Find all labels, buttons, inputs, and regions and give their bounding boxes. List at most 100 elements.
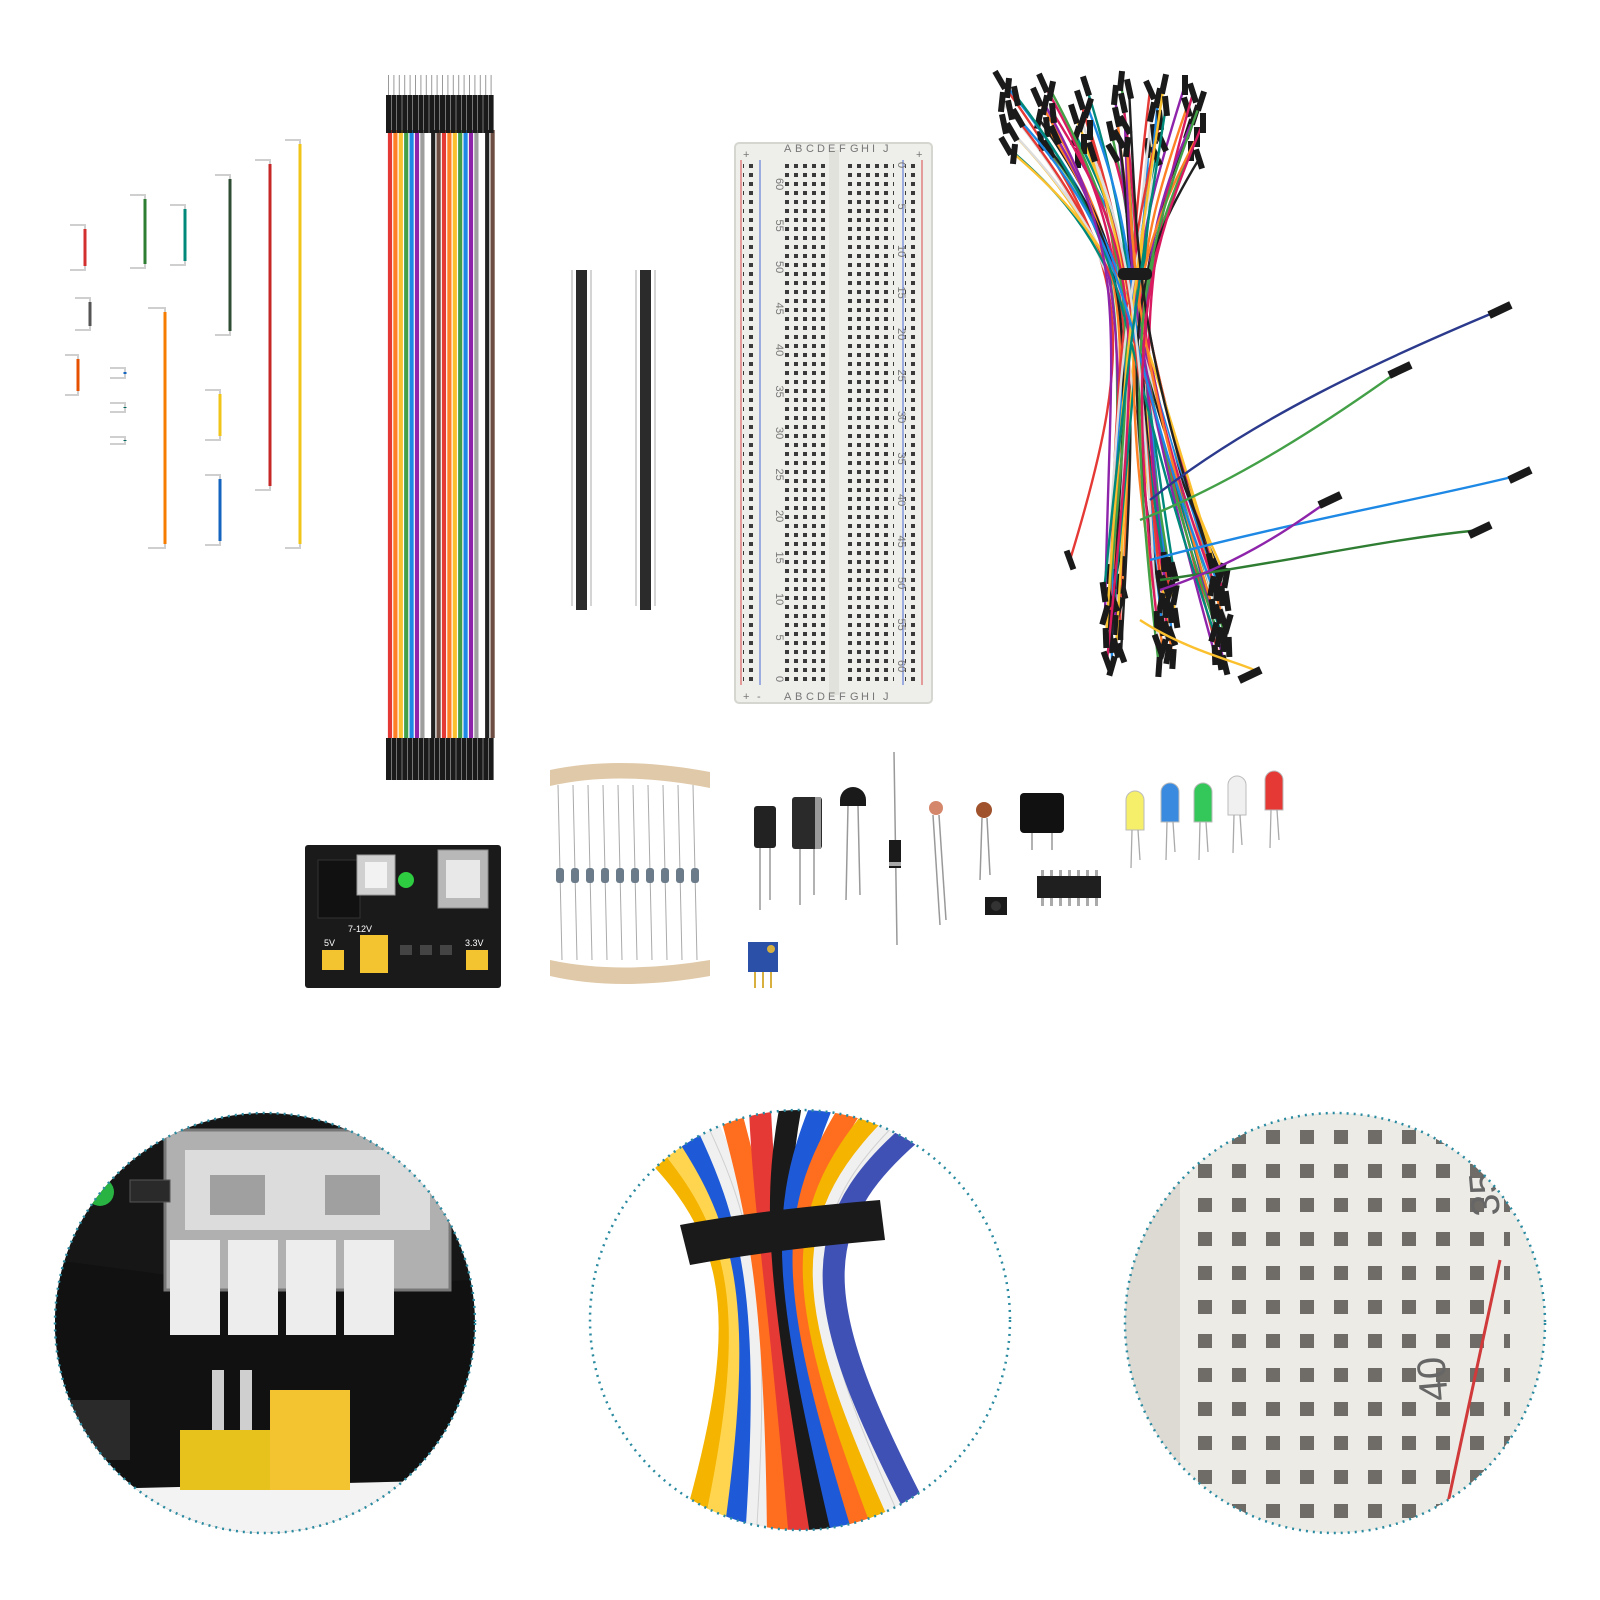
bundle-pin (1003, 77, 1013, 99)
rail-minus-label: - (757, 691, 761, 703)
bundle-pin (1045, 80, 1057, 102)
ribbon-connector-bottom (423, 738, 429, 780)
breadboard-letter: J (883, 143, 889, 155)
ic-pin (1050, 898, 1053, 906)
resistor (571, 868, 579, 883)
bundle-pin (1099, 581, 1109, 603)
led-set (1125, 770, 1284, 869)
led (1125, 790, 1145, 831)
bundle-pin (1048, 124, 1062, 146)
ribbon-connector-bottom (434, 738, 440, 780)
bundle-pin (1487, 301, 1513, 319)
resistor (616, 868, 624, 883)
breadboard-number: 20 (895, 328, 907, 340)
bundle-pin (1117, 92, 1129, 114)
bundle-pin (1387, 361, 1413, 379)
rail-plus-label-right: + (916, 149, 922, 161)
ribbon-connector-bottom (461, 738, 467, 780)
short-wire-lead (110, 402, 126, 413)
led (1193, 782, 1213, 823)
ic-pin (1077, 898, 1080, 906)
bundle-pin (1105, 120, 1117, 142)
bundle-pin (1042, 138, 1056, 160)
breadboard-number: 50 (773, 261, 785, 273)
bundle-pin (1200, 113, 1206, 133)
short-wire-lead (70, 224, 86, 271)
ribbon-connector-bottom (456, 738, 462, 780)
led-lead (1137, 829, 1141, 861)
ic-pin (1059, 870, 1062, 876)
breadboard-number: 35 (773, 386, 785, 398)
breadboard-letter: B (795, 143, 802, 155)
bundle-wire (1138, 100, 1203, 668)
ribbon-connector-top (450, 95, 456, 133)
bundle-pin (998, 135, 1014, 157)
bundle-pin (1110, 84, 1120, 106)
bundle-pin (1143, 79, 1157, 101)
ribbon-connector-top (472, 95, 478, 133)
bundle-pin (1075, 148, 1081, 168)
bundle-pin (1181, 96, 1193, 118)
breadboard-number: 25 (895, 370, 907, 382)
breadboard-letter: C (806, 143, 814, 155)
ic-pin (1077, 870, 1080, 876)
ribbon-connector-top (483, 95, 489, 133)
ribbon-connector-top (456, 95, 462, 133)
bundle-pin (1214, 626, 1224, 648)
short-wire-lead (205, 389, 221, 441)
potentiometer (748, 942, 778, 988)
led-lead (1172, 821, 1176, 853)
ribbon-connector-top (391, 95, 397, 133)
bundle-pin (1195, 90, 1207, 112)
bundle-wire (1102, 105, 1168, 593)
bundle-long-wire (1139, 369, 1401, 522)
breadboard-letter: A (784, 143, 792, 155)
bundle-pin (1042, 116, 1052, 138)
bundle-pin (1207, 575, 1217, 597)
breadboard-letter: D (817, 691, 825, 703)
voltage-label: 7-12V (348, 924, 372, 934)
resistor (691, 868, 699, 883)
breadboard-number: 10 (773, 593, 785, 605)
breadboard-number: 40 (895, 494, 907, 506)
breadboard-number: 0 (773, 676, 785, 682)
zoom-breadboard: 35 40 (1123, 1111, 1547, 1535)
breadboard-letter: A (784, 691, 792, 703)
breadboard-letter: I (872, 691, 875, 703)
bundle-pin (1153, 610, 1161, 632)
short-wire-lead (110, 367, 126, 379)
led-lead (1198, 821, 1201, 861)
breadboard-number: 5 (773, 635, 785, 641)
ribbon-connector-top (402, 95, 408, 133)
bundle-wire (1140, 122, 1205, 622)
resistor (556, 868, 564, 883)
bundle-pin (1068, 103, 1080, 125)
breadboard-letter: D (817, 143, 825, 155)
rail-plus-label: + (743, 149, 749, 161)
bundle-pin (1187, 82, 1199, 104)
bundle-pin (1162, 597, 1170, 619)
pin-header-2 (635, 270, 656, 610)
bundle-pin (1030, 86, 1044, 108)
breadboard-number: 60 (895, 660, 907, 672)
bundle-pin (1074, 89, 1086, 111)
resistor (661, 868, 669, 883)
breadboard-number: 30 (895, 411, 907, 423)
jumper-wire-bundle (992, 69, 1533, 684)
bundle-long-wire (1149, 473, 1521, 562)
breadboard-letter: E (828, 691, 835, 703)
bundle-pin (992, 69, 1008, 91)
breadboard-number: 15 (895, 287, 907, 299)
bundle-pin (1167, 602, 1175, 624)
ribbon-connector-top (477, 95, 483, 133)
short-wire-lead (110, 436, 126, 445)
ribbon-connector-bottom (407, 738, 413, 780)
bundle-wire (1017, 117, 1214, 587)
breadboard-number: 15 (773, 552, 785, 564)
bundle-pin (1221, 567, 1231, 589)
push-button (985, 897, 1007, 915)
bundle-wire (1121, 102, 1219, 592)
bundle-pin (1099, 604, 1111, 626)
ic-chip (1037, 870, 1101, 906)
